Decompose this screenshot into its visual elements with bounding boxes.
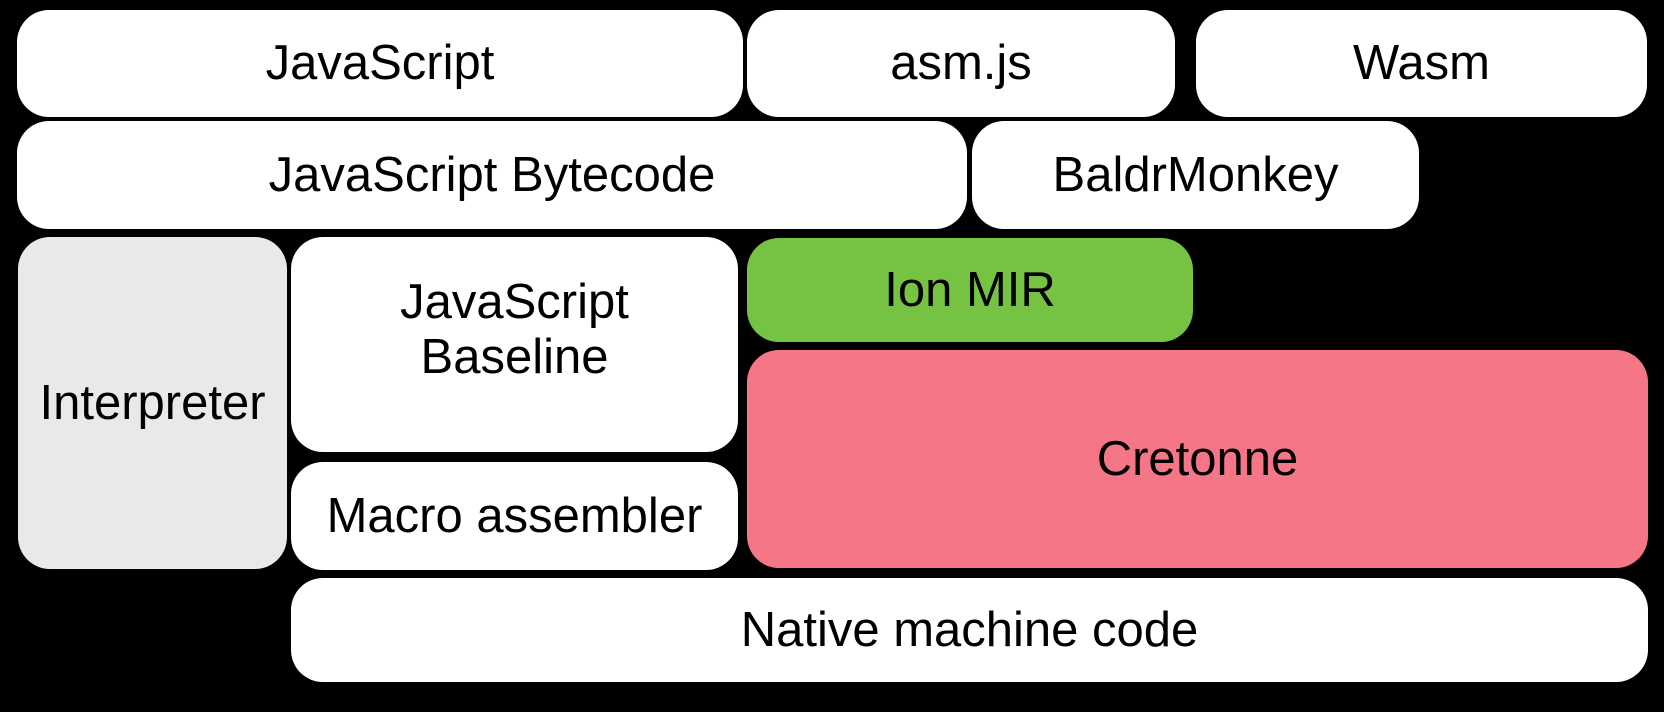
- box-wasm-label: Wasm: [1353, 36, 1490, 91]
- box-interpreter: Interpreter: [18, 237, 287, 569]
- box-asmjs: asm.js: [747, 10, 1175, 117]
- box-javascript-baseline: JavaScript Baseline: [291, 237, 738, 452]
- box-macro-assembler-label: Macro assembler: [326, 488, 703, 543]
- box-ion-mir: Ion MIR: [747, 238, 1193, 342]
- box-asmjs-label: asm.js: [890, 36, 1032, 91]
- box-javascript-label: JavaScript: [265, 36, 495, 91]
- box-native-machine-code: Native machine code: [291, 578, 1648, 682]
- box-javascript: JavaScript: [17, 10, 743, 117]
- box-interpreter-label: Interpreter: [39, 375, 266, 430]
- box-javascript-baseline-label-line2: Baseline: [420, 330, 609, 384]
- box-wasm: Wasm: [1196, 10, 1647, 117]
- box-native-machine-code-label: Native machine code: [740, 602, 1199, 657]
- box-javascript-bytecode: JavaScript Bytecode: [17, 121, 967, 229]
- box-ion-mir-label: Ion MIR: [884, 262, 1056, 317]
- box-javascript-baseline-label-line1: JavaScript: [400, 275, 629, 330]
- box-cretonne-label: Cretonne: [1096, 431, 1299, 486]
- box-baldrmonkey-label: BaldrMonkey: [1052, 147, 1339, 202]
- box-cretonne: Cretonne: [747, 350, 1648, 568]
- box-javascript-bytecode-label: JavaScript Bytecode: [268, 147, 716, 202]
- box-baldrmonkey: BaldrMonkey: [972, 121, 1419, 229]
- box-macro-assembler: Macro assembler: [291, 462, 738, 570]
